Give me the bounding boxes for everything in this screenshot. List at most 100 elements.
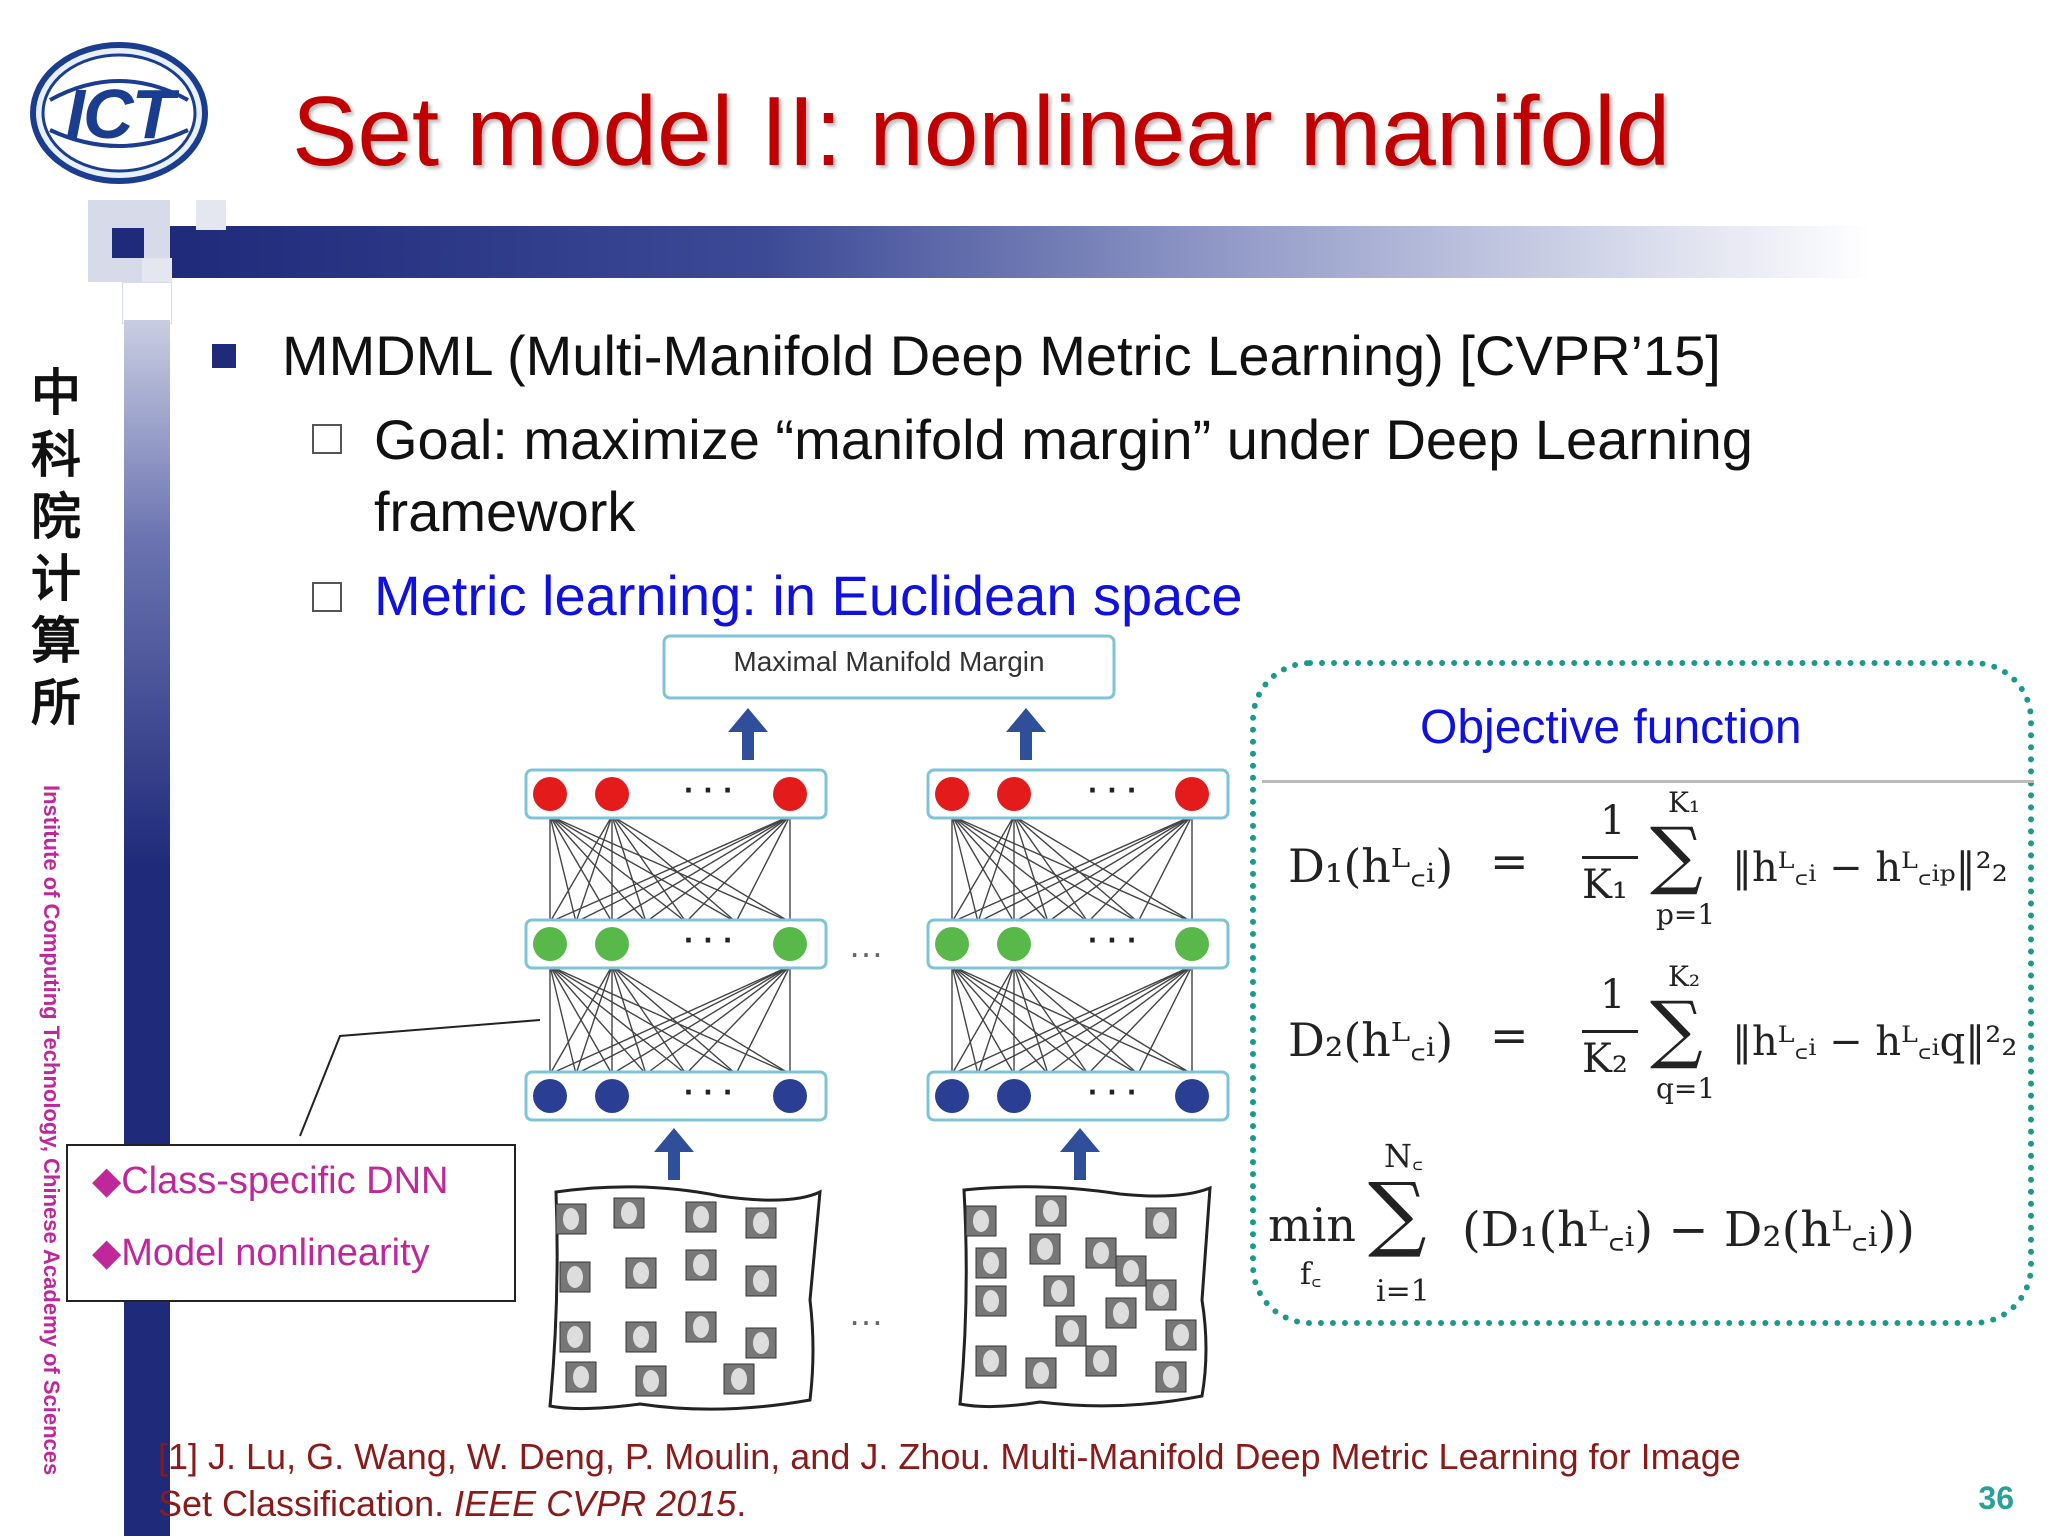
face-icon [753,1270,769,1292]
connection-line [1013,965,1089,1075]
face-icon [983,1350,999,1372]
neuron-node [595,1079,629,1113]
connection-line [575,815,791,923]
sidebar-cn-char: 计 [31,549,81,608]
neuron-node [533,777,567,811]
face-icon [563,1208,579,1230]
sidebar-cn-char: 中 [31,363,81,422]
connection-line [735,965,791,1075]
eq1-sum-top: K₁ [1668,786,1701,819]
connection-line [1013,965,1193,1075]
connection-line [549,815,577,923]
objective-function-title: Objective function [1420,701,1802,754]
sub-bullet-icon [312,582,342,612]
connection-line [575,815,613,923]
face-icon [1093,1242,1109,1264]
connection-line [611,815,737,923]
objective-divider [1262,780,2034,783]
neuron-node [595,777,629,811]
bullet-goal: Goal: maximize “manifold margin” under D… [374,404,1974,547]
connection-line [1087,815,1193,923]
class-specific-box [66,1144,516,1302]
face-thumbnails [555,1195,1197,1397]
objective-function-box [1250,660,2034,1326]
image-set-right [958,1185,1212,1409]
connection-line [611,815,791,923]
face-icon [1037,1238,1053,1260]
connection-line [1013,815,1089,923]
face-icon [693,1316,709,1338]
connection-line [685,965,791,1075]
neuron-node [997,927,1031,961]
header-bar [170,226,1870,278]
dots-label: · · · [1088,922,1138,958]
connection-line [611,815,687,923]
sidebar-cn-char: 所 [31,673,81,732]
deco-square [112,228,144,258]
eq1-sum-bot: p=1 [1656,898,1716,931]
connection-line [549,965,687,1075]
page-number: 36 [1978,1480,2014,1516]
connection-line [951,815,1015,923]
eq1-body: ‖hᴸ꜀ᵢ − hᴸ꜀ᵢₚ‖²₂ [1732,845,2008,891]
neuron-node [935,1079,969,1113]
reference-venue: IEEE CVPR 2015 [454,1482,737,1524]
connection-line [951,965,1015,1075]
eq2-body: ‖hᴸ꜀ᵢ − hᴸ꜀ᵢq‖²₂ [1732,1019,2018,1065]
connection-line [549,965,577,1075]
eq3-sum-bot: i=1 [1376,1274,1430,1309]
connection-line [951,815,1193,923]
connection-line [575,965,791,1075]
connection-line [549,815,791,923]
face-icon [633,1262,649,1284]
eq1-frac-bar [1582,856,1638,859]
eq3-min: min [1268,1198,1356,1252]
connection-line [685,815,791,923]
bullet-goal-line2: framework [374,479,636,543]
face-icon [573,1366,589,1388]
connection-line [1137,965,1193,1075]
network-left [524,768,828,1122]
connection-line [1013,815,1139,923]
connection-line [1047,965,1193,1075]
neuron-node [773,1079,807,1113]
face-icon [621,1202,637,1224]
sidebar-cn-char: 科 [31,425,81,484]
sidebar-cn-char: 算 [31,611,81,670]
reference-end: . [736,1482,747,1524]
bullet-metric: Metric learning: in Euclidean space [374,564,1243,627]
eq1-sigma: ∑ [1650,812,1703,898]
connection-line [549,965,737,1075]
network-right [926,768,1230,1122]
neuron-node [595,927,629,961]
bullet-goal-line1: Goal: maximize “manifold margin” under D… [374,408,1753,471]
connection-line [1137,815,1193,923]
connection-line [951,965,1139,1075]
neuron-node [997,1079,1031,1113]
dots-label: · · · [684,922,734,958]
neuron-node [1175,1079,1209,1113]
neuron-node [773,777,807,811]
connection-line [549,815,737,923]
connection-line [645,965,791,1075]
connection-line [951,965,979,1075]
deco-square [142,258,172,284]
face-icon [753,1212,769,1234]
connection-line [951,815,1139,923]
connection-line [951,815,1049,923]
eq2-frac-bar [1582,1030,1638,1033]
face-icon [567,1326,583,1348]
face-icon [1153,1284,1169,1306]
connection-line [951,815,1089,923]
connection-line [549,965,647,1075]
reference-line1: [1] J. Lu, G. Wang, W. Deng, P. Moulin, … [158,1436,1741,1477]
connection-line [611,965,791,1075]
deco-square [196,200,226,230]
slide-title: Set model II: nonlinear manifold [292,76,1671,186]
face-icon [1063,1320,1079,1342]
eq2-frac-den: K₂ [1582,1036,1628,1082]
face-icon [983,1252,999,1274]
connection-line [1013,815,1193,923]
connection-line [575,965,613,1075]
